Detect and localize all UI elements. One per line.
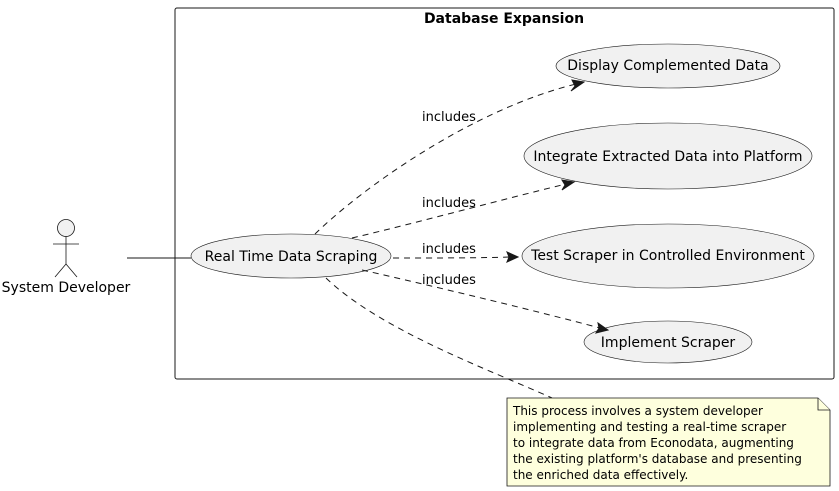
use-case-label: Real Time Data Scraping xyxy=(205,249,378,265)
include-arrowhead xyxy=(561,179,576,191)
note-line: the existing platform's database and pre… xyxy=(513,452,802,466)
note-line: to integrate data from Econodata, augmen… xyxy=(513,436,794,450)
note: This process involves a system developer… xyxy=(506,397,831,487)
include-relation-test: includes xyxy=(392,242,520,263)
include-arrow-line xyxy=(361,269,601,329)
include-arrowhead xyxy=(594,321,610,334)
include-label: includes xyxy=(422,110,476,125)
include-relation-display: includes xyxy=(314,79,586,235)
include-arrow-line xyxy=(392,256,511,259)
use-case-label: Test Scraper in Controlled Environment xyxy=(530,248,805,264)
include-arrowhead xyxy=(506,251,520,263)
use-case-label: Integrate Extracted Data into Platform xyxy=(533,149,802,165)
use-case-implement-scraper: Implement Scraper xyxy=(583,320,753,364)
include-label: includes xyxy=(422,242,476,257)
use-case-label: Display Complemented Data xyxy=(567,58,768,74)
use-case-ellipse xyxy=(190,233,392,279)
actor-head xyxy=(57,219,75,237)
use-case-ellipse xyxy=(555,43,781,89)
use-case-ellipse xyxy=(523,122,813,190)
use-case-ellipse xyxy=(521,223,815,289)
note-line: the enriched data effectively. xyxy=(513,468,688,482)
include-relation-implement: includes xyxy=(361,269,610,334)
note-line: This process involves a system developer xyxy=(512,404,763,418)
include-arrowhead xyxy=(570,79,586,92)
use-case-display-complemented-data: Display Complemented Data xyxy=(555,43,781,89)
use-case-real-time-data-scraping: Real Time Data Scraping xyxy=(190,233,392,279)
system-title: Database Expansion xyxy=(424,11,584,27)
use-case-ellipse xyxy=(583,320,753,364)
note-box xyxy=(506,397,831,487)
use-case-label: Implement Scraper xyxy=(601,335,736,351)
actor-system-developer: System Developer xyxy=(2,219,131,296)
use-case-test-scraper: Test Scraper in Controlled Environment xyxy=(521,223,815,289)
use-case-integrate-extracted-data: Integrate Extracted Data into Platform xyxy=(523,122,813,190)
include-label: includes xyxy=(422,196,476,211)
note-fold xyxy=(817,398,830,411)
actor-right-leg xyxy=(65,263,78,278)
actor-left-leg xyxy=(54,263,67,278)
include-arrow-line xyxy=(351,183,567,239)
include-label: includes xyxy=(422,273,476,288)
include-relation-integrate: includes xyxy=(351,179,576,239)
include-arrow-line xyxy=(314,83,577,235)
actor-label: System Developer xyxy=(2,280,131,296)
note-line: implementing and testing a real-time scr… xyxy=(513,420,786,434)
